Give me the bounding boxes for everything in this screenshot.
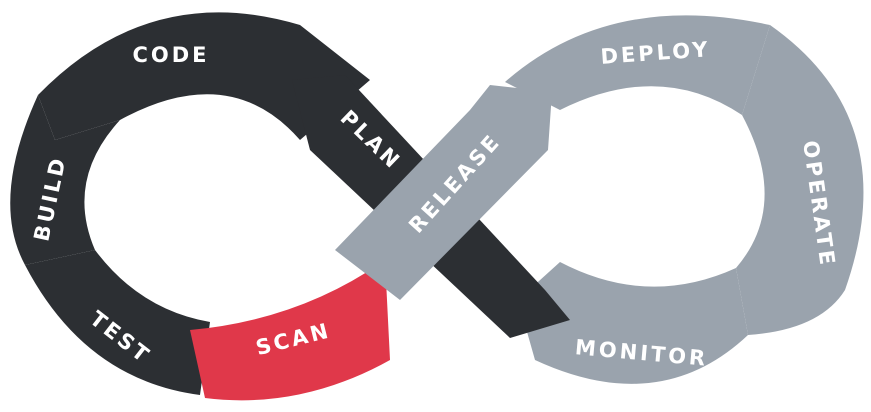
right-loop bbox=[505, 15, 864, 384]
test-segment bbox=[25, 250, 210, 395]
deploy-segment bbox=[505, 15, 770, 115]
stage-label-code: CODE bbox=[132, 43, 209, 67]
build-segment bbox=[10, 95, 120, 265]
code-segment bbox=[38, 12, 370, 140]
release-segment bbox=[335, 85, 552, 300]
operate-segment bbox=[736, 25, 864, 335]
monitor-segment bbox=[518, 262, 748, 384]
scan-segment bbox=[190, 260, 390, 401]
